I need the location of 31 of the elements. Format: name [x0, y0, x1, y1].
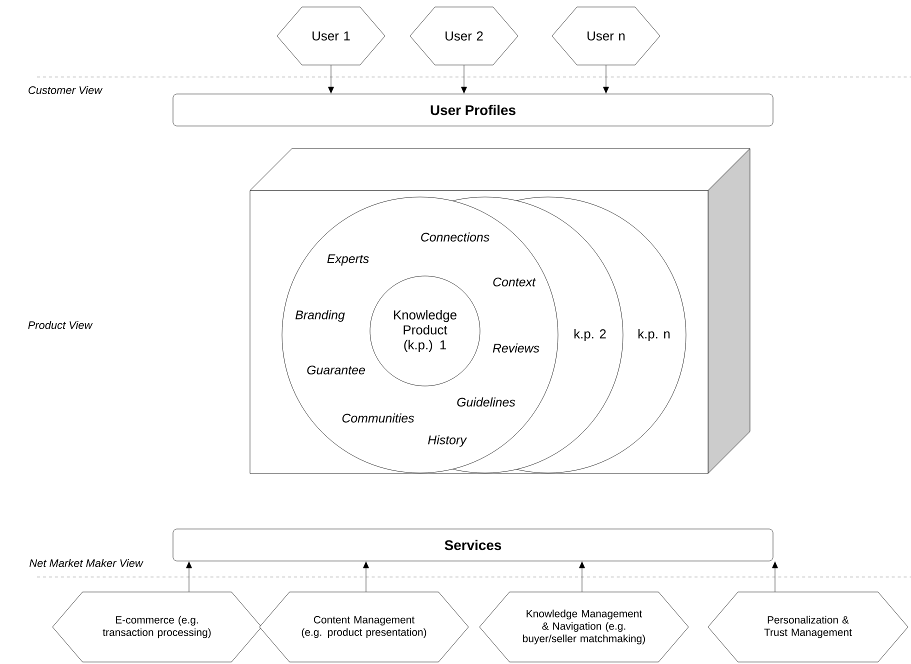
arrow — [363, 562, 369, 592]
view-label: Product View — [28, 320, 93, 330]
header-bar: Services — [172, 528, 774, 562]
arrow — [772, 562, 778, 592]
hexagon-box: Content Management (e.g. product presentation) — [259, 592, 469, 662]
view-label: Customer View — [28, 86, 103, 94]
circle-label: Reviews — [492, 343, 540, 353]
arrow — [186, 562, 192, 592]
circle-label: Experts — [327, 254, 369, 266]
hexagon-box: Personalization & Trust Management — [708, 592, 908, 662]
circle-label: k.p. 2 — [574, 328, 606, 342]
hexagon-box: User 2 — [410, 6, 518, 66]
circle-label: Communities — [342, 413, 414, 423]
arrow — [461, 65, 467, 94]
arrow — [579, 562, 585, 592]
circle-label: History — [428, 435, 467, 447]
circle-label: Branding — [295, 310, 345, 322]
arrow — [328, 65, 334, 94]
circle-label: Context — [493, 278, 536, 286]
circle-label: k.p. n — [638, 328, 670, 342]
circle-label: Guidelines — [457, 397, 516, 407]
hexagon-box: User 1 — [276, 6, 386, 66]
hexagon-box: E-commerce (e.g. transaction processing) — [52, 592, 262, 662]
arrow — [603, 65, 609, 94]
circle-label: Connections — [421, 232, 490, 242]
header-bar: User Profiles — [172, 94, 774, 126]
view-label: Net Market Maker View — [30, 558, 144, 568]
circle-label: Guarantee — [307, 366, 365, 374]
node-label: Content Management (e.g. product presentation) — [302, 616, 426, 638]
hexagon-box: User n — [552, 6, 660, 66]
hexagon-box: Knowledge Management & Navigation (e.g. buyer/seller matchmaking) — [479, 592, 689, 662]
